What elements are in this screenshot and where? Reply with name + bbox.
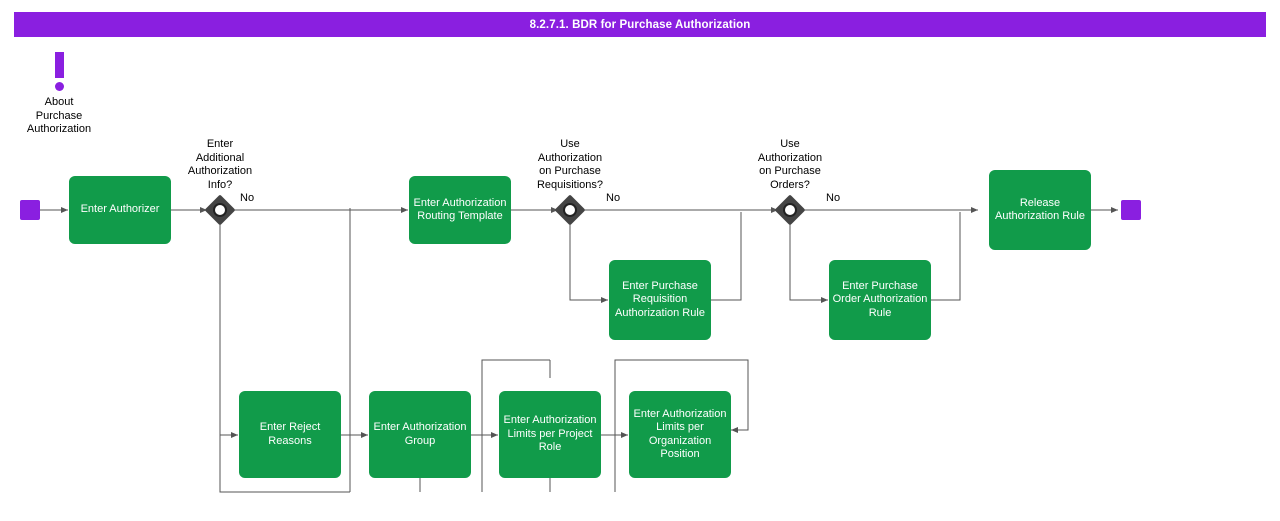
node-enter-authorization-limits-per-organization-position[interactable]: Enter Authorization Limits per Organizat… xyxy=(629,391,731,478)
node-enter-purchase-order-authorization-rule[interactable]: Enter Purchase Order Authorization Rule xyxy=(829,260,931,340)
node-enter-authorization-group[interactable]: Enter Authorization Group xyxy=(369,391,471,478)
node-enter-purchase-order-authorization-rule-label: Enter Purchase Order Authorization Rule xyxy=(832,279,928,319)
node-enter-authorization-limits-per-project-role[interactable]: Enter Authorization Limits per Project R… xyxy=(499,391,601,478)
gateway-purchase-orders[interactable] xyxy=(774,194,806,226)
start-terminator xyxy=(20,200,40,220)
page-title: 8.2.7.1. BDR for Purchase Authorization xyxy=(14,12,1266,37)
node-enter-authorization-routing-template-label: Enter Authorization Routing Template xyxy=(413,196,507,223)
node-enter-reject-reasons[interactable]: Enter Reject Reasons xyxy=(239,391,341,478)
gateway-purchase-requisitions-caption: Use Authorization on Purchase Requisitio… xyxy=(536,138,604,191)
node-enter-authorizer[interactable]: Enter Authorizer xyxy=(69,176,171,244)
gateway-additional-auth-info[interactable] xyxy=(204,194,236,226)
node-enter-authorization-group-label: Enter Authorization Group xyxy=(373,421,467,447)
gateway-purchase-requisitions-no-label: No xyxy=(606,192,621,204)
node-enter-authorization-routing-template[interactable]: Enter Authorization Routing Template xyxy=(409,176,511,244)
note-label: About Purchase Authorization xyxy=(26,96,92,135)
gateway-purchase-orders-caption: Use Authorization on Purchase Orders? xyxy=(757,138,823,191)
node-enter-purchase-requisition-authorization-rule-label: Enter Purchase Requisition Authorization… xyxy=(615,279,705,319)
end-terminator xyxy=(1121,200,1141,220)
gateway-purchase-orders-no-label: No xyxy=(826,192,841,204)
node-enter-authorization-limits-per-organization-position-label: Enter Authorization Limits per Organizat… xyxy=(633,407,727,461)
gateway-additional-auth-info-caption: Enter Additional Authorization Info? xyxy=(187,138,253,191)
gateway-purchase-requisitions[interactable] xyxy=(554,194,586,226)
node-release-authorization-rule-label: Release Authorization Rule xyxy=(995,196,1085,223)
node-enter-authorizer-label: Enter Authorizer xyxy=(80,203,160,216)
exclamation-note-icon xyxy=(55,52,64,92)
node-enter-purchase-requisition-authorization-rule[interactable]: Enter Purchase Requisition Authorization… xyxy=(609,260,711,340)
node-release-authorization-rule[interactable]: Release Authorization Rule xyxy=(989,170,1091,250)
node-enter-reject-reasons-label: Enter Reject Reasons xyxy=(259,421,321,447)
gateway-additional-auth-info-no-label: No xyxy=(240,192,255,204)
node-enter-authorization-limits-per-project-role-label: Enter Authorization Limits per Project R… xyxy=(503,414,597,454)
